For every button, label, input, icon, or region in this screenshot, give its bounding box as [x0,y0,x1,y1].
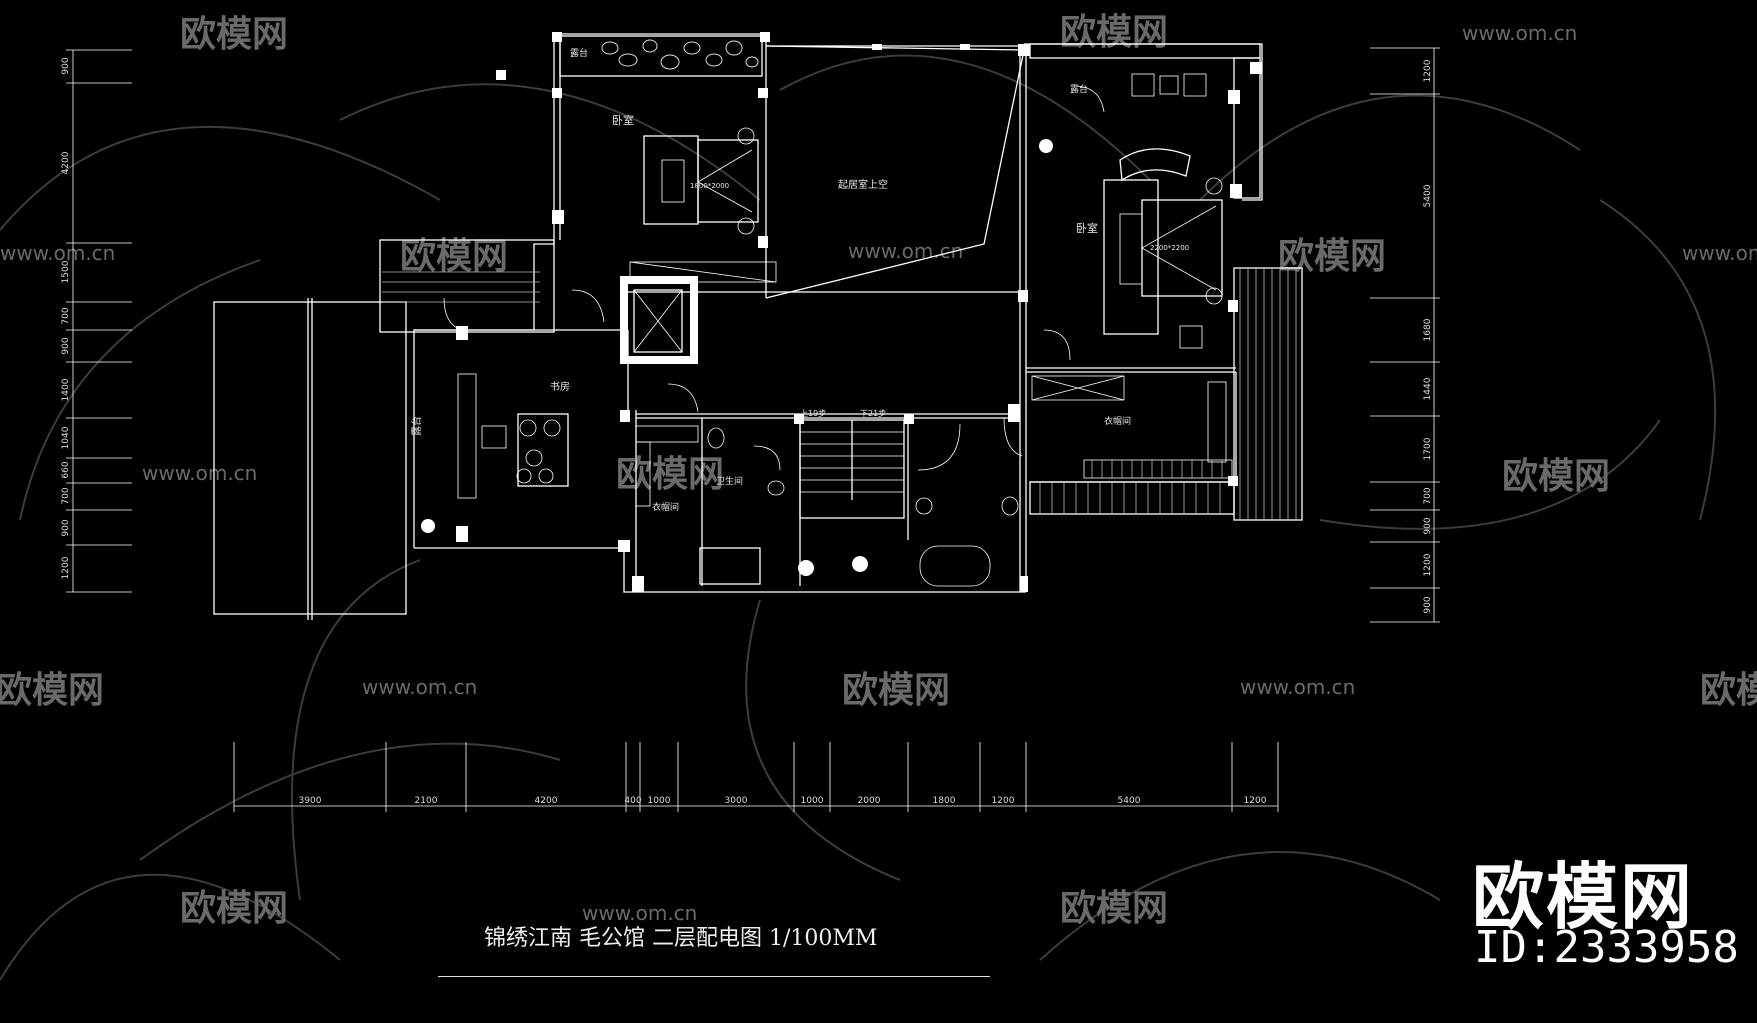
dim-label: 1000 [648,796,671,806]
dim-label: 700 [61,487,71,504]
dim-label: 1200 [61,556,71,579]
watermark-logo: 欧模网 [180,14,288,55]
building-walls [379,33,1303,593]
room-label-living-void: 起居室上空 [838,178,888,191]
wall-columns [456,32,1262,592]
watermark-logo: 欧模网 [1502,456,1610,497]
right-dimension-chain: 1200 5400 1680 1440 1700 700 900 1200 90… [1370,47,1440,623]
dim-label: 900 [61,57,71,74]
dim-label: 1500 [61,260,71,283]
dim-label: 660 [61,461,71,478]
dim-label: 2100 [415,796,438,806]
right-bedroom-bed [1103,73,1223,349]
watermark-logo: 欧模网 [1060,12,1168,53]
dim-label: 3900 [299,796,322,806]
dim-label: 1040 [61,426,71,449]
dim-label: 1440 [1423,377,1433,400]
dim-label: 1200 [992,796,1015,806]
dim-label: 5400 [1423,184,1433,207]
watermark-logo: 欧模网 [180,888,288,929]
brand-id-text: ID:2333958 [1474,922,1739,973]
left-outdoor-terrace [213,298,407,620]
room-label-bedroom-right: 卧室 [1076,221,1098,235]
bed-size-left: 1800*2000 [690,182,729,190]
dim-label: 5400 [1118,796,1141,806]
dim-label: 3000 [725,796,748,806]
room-label-study: 书房 [550,380,570,393]
dim-label: 900 [1423,517,1433,534]
dim-label: 1200 [1423,59,1433,82]
dim-label: 1200 [1423,553,1433,576]
watermark-logo: 欧模网 [1700,670,1757,711]
watermark-site: www.om.cn [1462,21,1577,45]
dim-label: 700 [1423,487,1433,504]
dim-label: 1680 [1423,318,1433,341]
title-underline [438,976,990,977]
room-label-bedroom-left: 卧室 [612,113,634,127]
room-label-closet-left: 衣帽间 [652,501,679,513]
dim-label: 700 [61,307,71,324]
dim-label: 1200 [1244,796,1267,806]
watermark-site: www.om.cn [0,241,115,265]
dim-label: 2000 [858,796,881,806]
dim-label: 900 [61,337,71,354]
dim-label: 4200 [61,151,71,174]
watermark-site: www.om.cn [142,461,257,485]
stair-up-label: 上19步 [800,409,826,418]
dim-label: 1700 [1423,437,1433,460]
room-label-balcony-left: 露台 [410,416,423,436]
room-label-balcony-top-right: 露台 [1070,83,1088,95]
brand-logo-text: 欧模网 [1472,855,1695,939]
watermark-logo: 欧模网 [400,236,508,277]
room-label-bathroom: 卫生间 [716,475,743,487]
dim-label: 900 [61,519,71,536]
dim-label: 900 [1423,596,1433,613]
study-furniture [457,373,569,499]
staircase [799,419,905,519]
watermark-site: www.om.cn [582,901,697,925]
bathroom-fixtures [699,423,1019,587]
watermark-logo: 欧模网 [0,670,104,711]
watermark-logo: 欧模网 [842,670,950,711]
bottom-dimension-chain: 3900 2100 4200 400 1000 3000 1000 2000 1… [233,742,1279,812]
left-dimension-chain: 900 4200 1500 700 900 1400 1040 660 700 … [61,49,132,593]
watermark-site: www.om.cn [1682,241,1757,265]
room-label-balcony-top-left: 露台 [570,47,588,59]
dim-label: 400 [624,796,641,806]
watermark-logo: 欧模网 [616,454,724,495]
watermark-logos: 欧模网 欧模网 欧模网 欧模网 欧模网 欧模网 欧模网 欧模网 欧模网 欧模网 … [0,12,1757,929]
bed-size-right: 2200*2200 [1150,244,1189,252]
plants [421,139,1053,576]
stair-down-label: 下21步 [860,409,886,418]
wardrobes [635,375,1233,507]
dim-label: 1400 [61,378,71,401]
left-bedroom-bed [643,127,759,235]
watermark-layer [0,54,1717,981]
watermark-site: www.om.cn [1240,675,1355,699]
watermark-logo: 欧模网 [1278,236,1386,277]
watermark-site: www.om.cn [848,239,963,263]
elevator-shaft [629,261,777,353]
watermark-site: www.om.cn [362,675,477,699]
dim-label: 4200 [535,796,558,806]
door-swings [443,85,1105,457]
drawing-title: 锦绣江南 毛公馆 二层配电图 1/100MM [484,926,878,951]
room-labels: 卧室 卧室 起居室上空 书房 露台 露台 露台 衣帽间 衣帽间 卫生间 1800… [410,47,1189,513]
watermark-logo: 欧模网 [1060,888,1168,929]
dim-label: 1800 [933,796,956,806]
room-label-closet-right: 衣帽间 [1104,415,1131,427]
dim-label: 1000 [801,796,824,806]
